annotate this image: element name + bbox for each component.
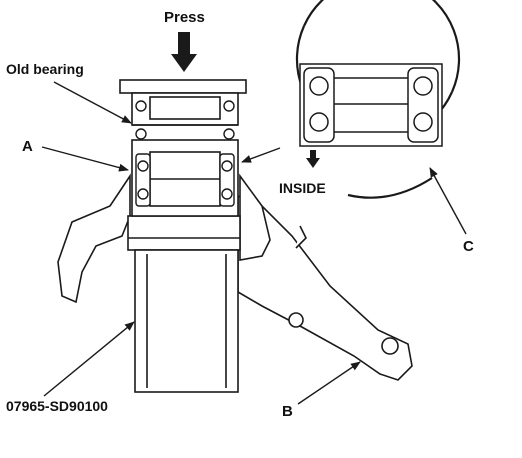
callout-c-label: C xyxy=(463,238,474,255)
old-bearing-balls xyxy=(135,100,235,140)
b-leader xyxy=(297,361,361,405)
new-bearing-balls xyxy=(135,153,235,207)
press-arrow-icon xyxy=(171,32,197,72)
old-bearing-leader xyxy=(53,81,132,124)
inside-label: INSIDE xyxy=(279,180,326,196)
a-leader xyxy=(41,146,129,172)
callout-a-label: A xyxy=(22,138,33,155)
tool-leader xyxy=(43,321,135,397)
old-bearing-label: Old bearing xyxy=(6,61,84,77)
inside-arrow-icon xyxy=(306,150,320,168)
knuckle-arm-b xyxy=(237,194,413,381)
callout-b-label: B xyxy=(282,403,293,420)
leader-lines xyxy=(41,81,467,405)
detail-leader xyxy=(241,147,281,163)
knuckle-body xyxy=(57,173,271,304)
driver-tool-07965-sd90100 xyxy=(134,249,239,393)
c-leader xyxy=(429,167,467,235)
tool-part-number-label: 07965-SD90100 xyxy=(6,398,108,414)
detail-bearing xyxy=(299,63,443,147)
press-label: Press xyxy=(164,9,205,26)
